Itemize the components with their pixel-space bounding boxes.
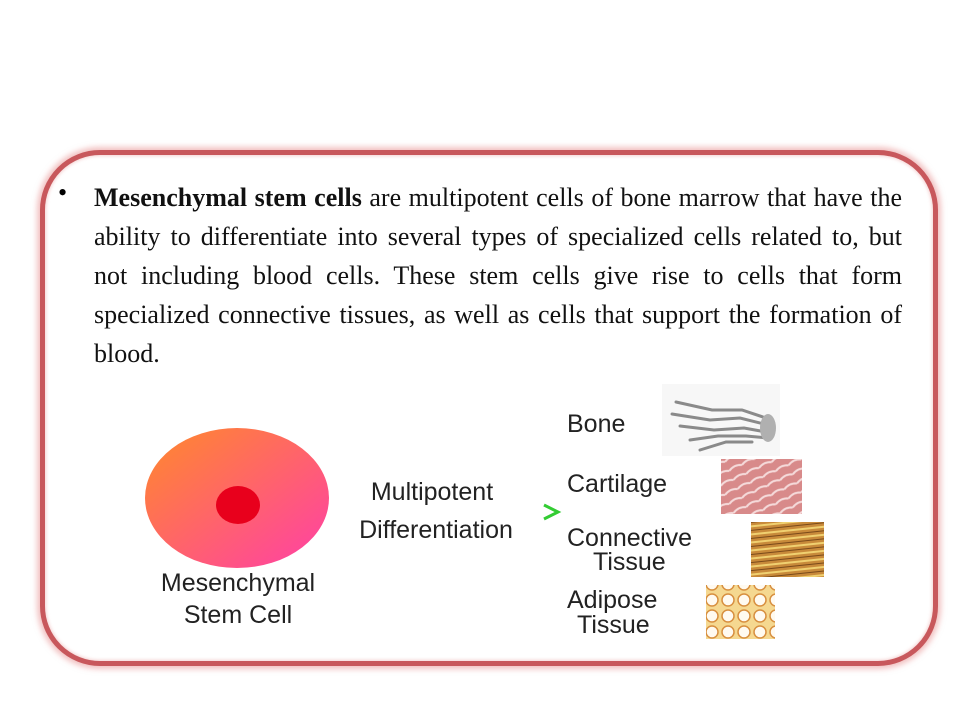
description-paragraph: Mesenchymal stem cells are multipotent c… xyxy=(94,178,902,373)
arrow-label-line2: Differentiation xyxy=(359,516,513,544)
target-label-connective-line2: Tissue xyxy=(593,548,666,576)
bullet-marker: • xyxy=(58,178,68,207)
arrow-label-line1: Multipotent xyxy=(371,478,493,506)
hand-skeleton-image xyxy=(662,384,780,456)
arrow-head-icon xyxy=(543,503,562,521)
target-label-connective-line1: Connective xyxy=(567,524,692,552)
target-label-adipose-line1: Adipose xyxy=(567,586,657,614)
connective-tissue-image xyxy=(751,522,824,577)
cartilage-tissue-image xyxy=(721,459,802,514)
content-frame xyxy=(40,150,938,666)
key-term: Mesenchymal stem cells xyxy=(94,183,362,212)
source-label-line2: Stem Cell xyxy=(184,601,292,629)
target-label-bone: Bone xyxy=(567,410,625,438)
adipose-tissue-image xyxy=(706,585,775,639)
source-label-line1: Mesenchymal xyxy=(161,569,315,597)
description-text: are multipotent cells of bone marrow tha… xyxy=(94,183,903,368)
cell-nucleus xyxy=(216,486,260,524)
target-label-adipose-line2: Tissue xyxy=(577,611,650,639)
target-label-cartilage: Cartilage xyxy=(567,470,667,498)
